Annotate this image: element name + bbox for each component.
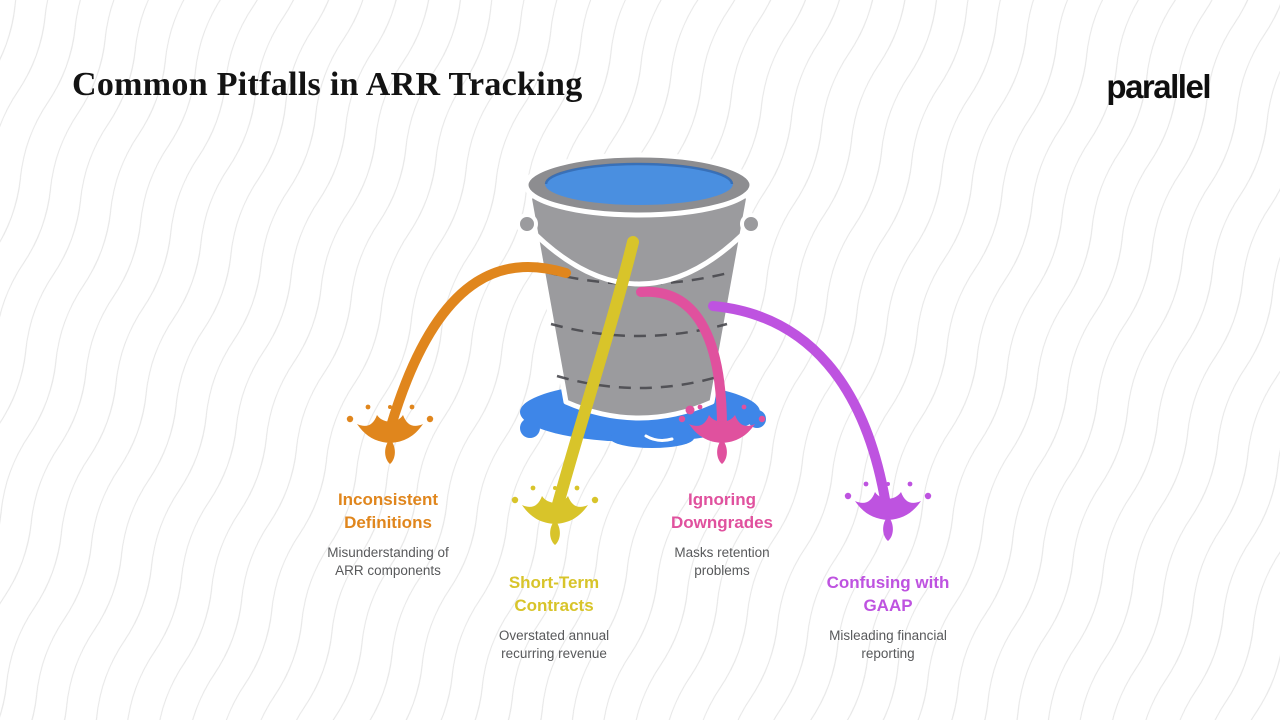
pitfall-ignoring-downgrades: Ignoring Downgrades Masks retention prob… <box>632 488 812 580</box>
pitfall-description: Misunderstanding of ARR components <box>298 544 478 580</box>
pitfall-description-line: Misunderstanding of <box>327 545 449 560</box>
bucket-illustration <box>516 152 766 448</box>
pitfall-title-line: Ignoring <box>688 490 756 509</box>
pitfall-title: Confusing with GAAP <box>798 571 978 617</box>
pitfall-description-line: Overstated annual <box>498 628 610 643</box>
stream-inconsistent-definitions <box>346 261 571 464</box>
pitfall-description-line: recurring revenue <box>501 646 607 661</box>
pitfall-title-line: Downgrades <box>670 513 774 532</box>
pitfall-description: Misleading financial reporting <box>798 627 978 663</box>
pitfall-description-line: ARR components <box>335 563 441 578</box>
pitfall-title: Ignoring Downgrades <box>632 488 812 534</box>
pitfall-title-line: Contracts <box>514 596 594 615</box>
stream-path <box>636 286 727 433</box>
bucket-handle <box>525 224 753 287</box>
water-edge <box>544 162 734 185</box>
brand-logo: parallel <box>1106 68 1211 105</box>
pitfall-title-line: Confusing with <box>826 573 950 592</box>
puddle-shine <box>644 434 674 442</box>
pitfall-title-line: GAAP <box>863 596 913 615</box>
pitfall-description-line: Masks retention <box>674 545 770 560</box>
pitfall-description-line: problems <box>694 563 750 578</box>
pitfall-inconsistent-definitions: Inconsistent Definitions Misunderstandin… <box>298 488 478 580</box>
pitfall-title-line: Inconsistent <box>337 490 439 509</box>
pitfall-title-line: Definitions <box>344 513 432 532</box>
pitfall-title: Inconsistent Definitions <box>298 488 478 534</box>
pitfall-description: Overstated annual recurring revenue <box>464 627 644 663</box>
pitfall-title-line: Short-Term <box>508 573 600 592</box>
bucket-body <box>526 193 752 421</box>
page-title: Common Pitfalls in ARR Tracking <box>72 66 583 103</box>
stream-path <box>708 301 891 510</box>
pitfall-description: Masks retention problems <box>632 544 812 580</box>
stream-droplet <box>685 405 695 415</box>
pitfall-description-line: reporting <box>861 646 915 661</box>
stream-ignoring-downgrades <box>636 286 766 464</box>
pitfall-description-line: Misleading financial <box>829 628 947 643</box>
stream-path <box>551 236 639 514</box>
handle-ear-right <box>740 213 762 235</box>
pitfall-confusing-with-gaap: Confusing with GAAP Misleading financial… <box>798 571 978 663</box>
bucket-water <box>545 163 733 205</box>
pitfall-title: Short-Term Contracts <box>464 571 644 617</box>
handle-ear-left <box>516 213 538 235</box>
stream-confusing-with-gaap <box>708 301 932 541</box>
leak-streams <box>346 236 932 545</box>
stream-path <box>386 261 571 431</box>
pitfall-short-term-contracts: Short-Term Contracts Overstated annual r… <box>464 571 644 663</box>
stream-short-term-contracts <box>511 236 639 545</box>
